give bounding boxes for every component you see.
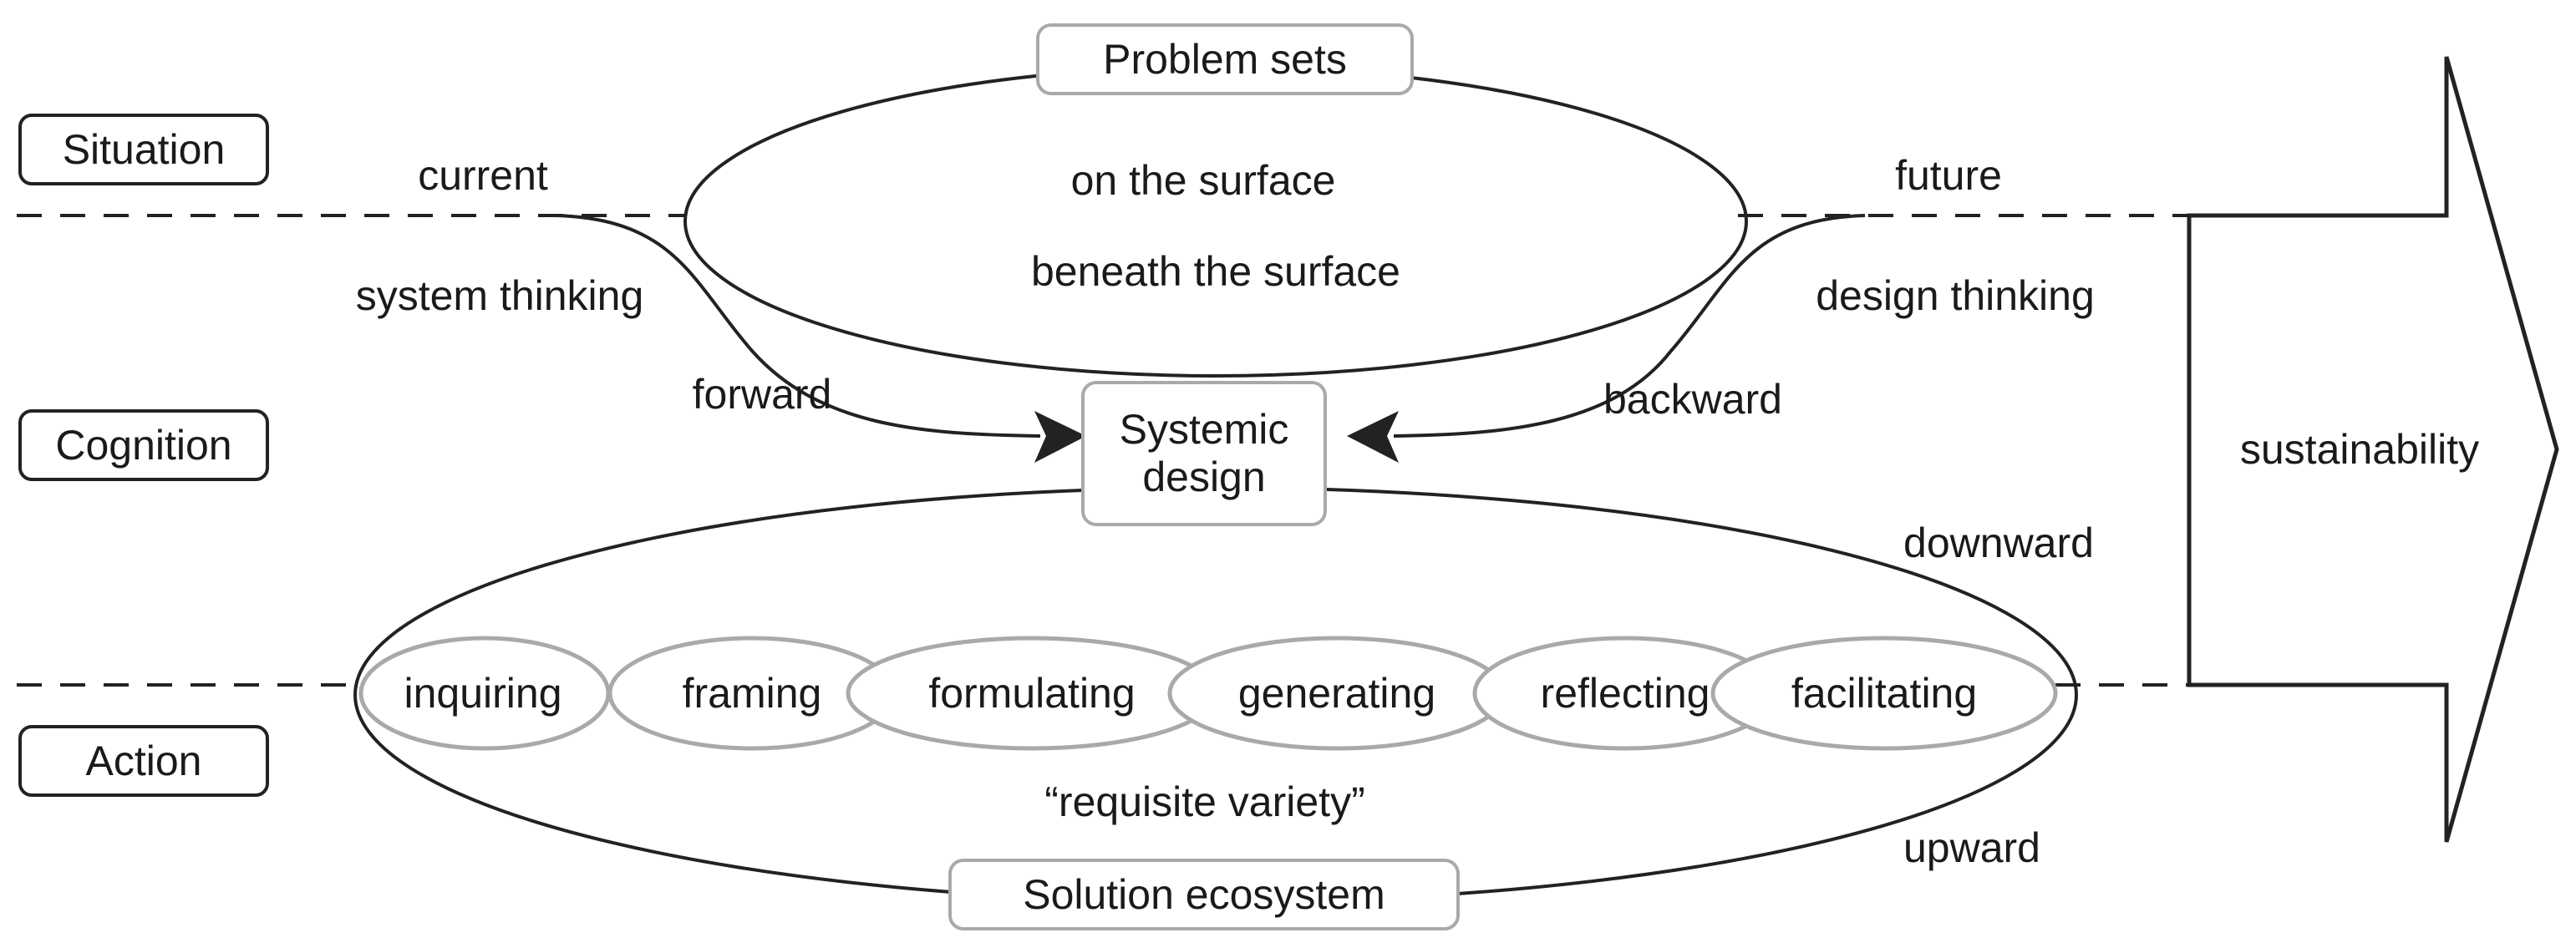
activity-formulating: formulating (928, 670, 1136, 717)
backward-arrowhead (1347, 411, 1399, 463)
activity-facilitating: facilitating (1791, 670, 1978, 717)
problem-sets-label: Problem sets (1103, 36, 1347, 83)
level-cognition-box: Cognition (18, 409, 269, 481)
level-cognition-label: Cognition (55, 422, 232, 469)
activity-generating: generating (1237, 670, 1436, 717)
problem-sets-ellipse (683, 65, 1748, 378)
current-label: current (418, 152, 548, 199)
systemic-design-line2: design (1142, 454, 1266, 500)
future-label: future (1895, 152, 2002, 199)
upward-label: upward (1903, 824, 2040, 871)
forward-arrowhead (1034, 411, 1086, 463)
solution-ecosystem-label: Solution ecosystem (1023, 871, 1385, 918)
system-thinking-label: system thinking (355, 272, 644, 319)
forward-curve (555, 214, 1041, 438)
forward-label: forward (692, 371, 832, 418)
problem-sets-box: Problem sets (1036, 23, 1414, 95)
sustainability-arrow (2187, 56, 2559, 843)
backward-curve (1393, 214, 1866, 438)
activity-framing: framing (682, 670, 822, 717)
activity-ellipse-facilitating (1710, 636, 2058, 751)
downward-label: downward (1903, 520, 2094, 566)
on-the-surface-label: on the surface (1070, 157, 1336, 204)
design-thinking-label: design thinking (1816, 272, 2095, 319)
level-situation-box: Situation (18, 114, 269, 185)
requisite-variety-label: “requisite variety” (1044, 778, 1365, 825)
beneath-the-surface-label: beneath the surface (1031, 248, 1400, 295)
level-situation-label: Situation (62, 126, 226, 173)
systemic-design-line1: Systemic (1119, 405, 1289, 453)
level-action-box: Action (18, 725, 269, 797)
systemic-design-box: Systemic design (1081, 381, 1327, 526)
activity-inquiring: inquiring (404, 670, 562, 717)
solution-ecosystem-box: Solution ecosystem (948, 859, 1460, 930)
level-action-label: Action (85, 738, 202, 784)
activity-reflecting: reflecting (1540, 670, 1710, 717)
backward-label: backward (1603, 376, 1782, 423)
sustainability-label: sustainability (2239, 426, 2480, 473)
